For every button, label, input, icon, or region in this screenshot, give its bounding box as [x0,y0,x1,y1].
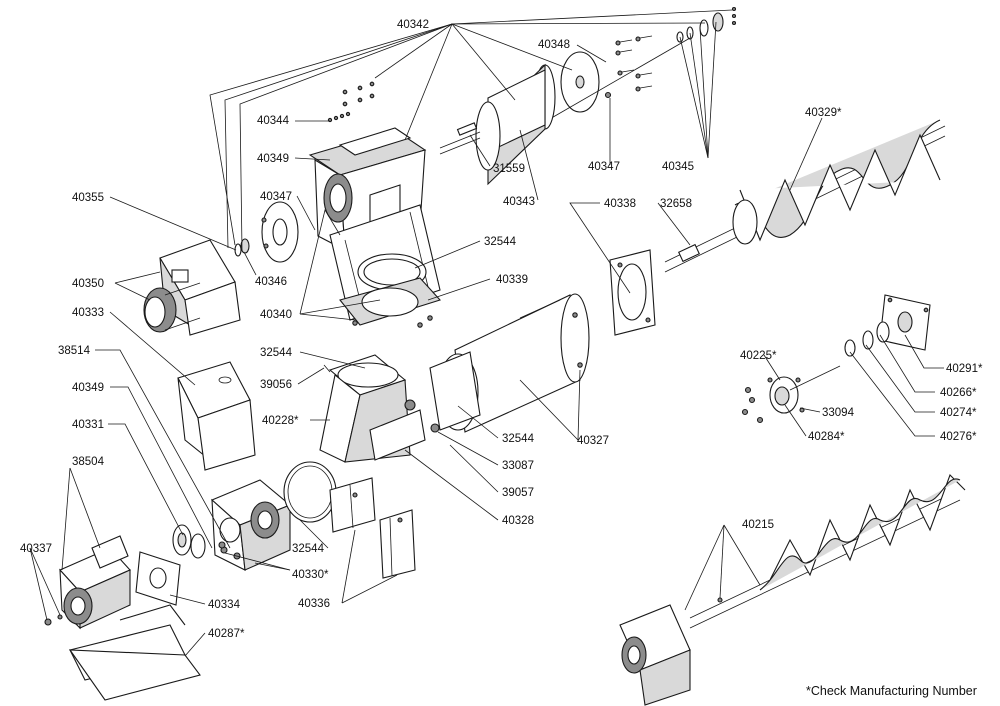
bearing-flange-plate [547,37,691,121]
top-bearing-hardware [615,6,737,92]
label-40328: 40328 [502,515,534,527]
label-40349-upper: 40349 [257,153,289,165]
label-31559: 31559 [493,163,525,175]
valve-mount-frame [329,204,441,328]
label-38504: 38504 [72,456,105,468]
inlet-transition [319,354,440,463]
label-40334: 40334 [208,599,241,611]
label-40276: 40276* [940,431,977,443]
label-40225: 40225* [740,350,777,362]
label-40346: 40346 [255,276,287,288]
label-40347-lower: 40347 [260,191,292,203]
coupling-guard [177,361,256,471]
bottom-guard [68,604,201,701]
gasket-ring [283,461,337,523]
lower-gear-motor [44,535,131,630]
label-40284: 40284* [808,431,845,443]
label-40228: 40228* [262,415,299,427]
label-40274: 40274* [940,407,977,419]
end-bearing-assembly [844,294,931,357]
label-40350: 40350 [72,278,104,290]
label-39057: 39057 [502,487,534,499]
label-40342: 40342 [397,19,429,31]
auger-tube [429,293,590,433]
lower-auger-assembly [619,474,966,706]
label-40266: 40266* [940,387,977,399]
support-legs [329,477,416,579]
label-33087: 33087 [502,460,534,472]
label-32544-b: 32544 [260,347,293,359]
label-32544-a: 32544 [484,236,517,248]
flange-bearing-40225 [741,365,841,424]
label-40329: 40329* [805,107,842,119]
upper-auger-flighting [664,119,946,273]
manufacturing-number-note: *Check Manufacturing Number [806,684,977,698]
label-40345: 40345 [662,161,694,173]
coupling-hubs [135,524,226,606]
label-40340: 40340 [260,309,292,321]
label-33094: 33094 [822,407,855,419]
label-40330: 40330* [292,569,329,581]
label-39056: 39056 [260,379,292,391]
label-40327: 40327 [577,435,609,447]
label-40333: 40333 [72,307,104,319]
label-32544-c: 32544 [502,433,535,445]
label-32544-d: 32544 [292,543,325,555]
drive-gearbox [210,479,292,571]
label-40355: 40355 [72,192,104,204]
upper-gear-motor [143,239,241,336]
label-40215: 40215 [742,519,774,531]
label-40287: 40287* [208,628,245,640]
label-40338: 40338 [604,198,636,210]
leader-lines [29,9,944,657]
label-40343: 40343 [503,196,535,208]
label-40347-upper: 40347 [588,161,620,173]
label-40337: 40337 [20,543,52,555]
label-40349-lower: 40349 [72,382,104,394]
end-flange-plate [609,249,656,336]
label-40291: 40291* [946,363,983,375]
valve-end-plate [234,201,299,263]
label-40348: 40348 [538,39,570,51]
label-32658: 32658 [660,198,692,210]
label-40344: 40344 [257,115,290,127]
label-40331: 40331 [72,419,104,431]
label-40336: 40336 [298,598,330,610]
part-labels: 40342 40348 40344 40349 31559 40343 4034… [20,19,983,698]
label-40339: 40339 [496,274,528,286]
label-38514: 38514 [58,345,91,357]
